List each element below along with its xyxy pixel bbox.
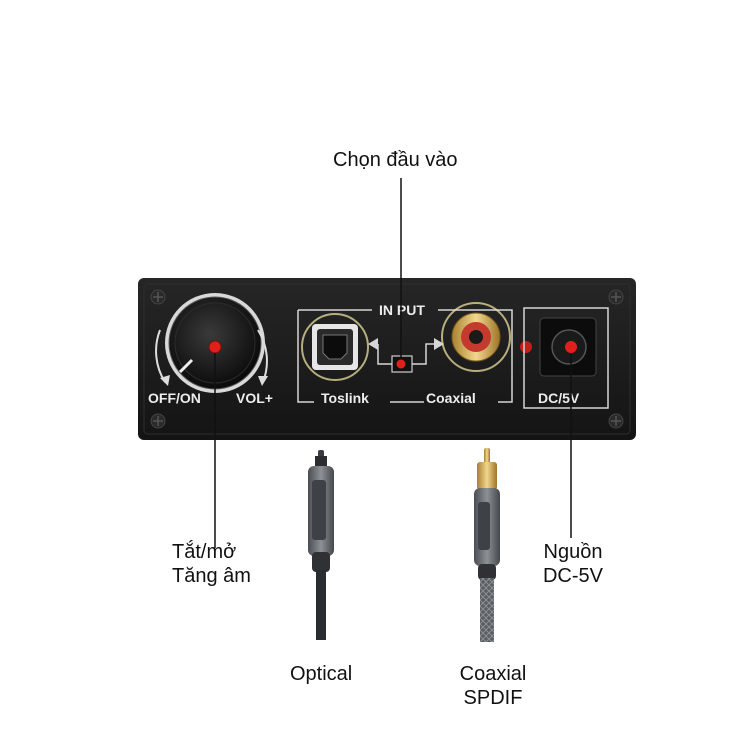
callout-power-volume-line2: Tăng âm: [172, 565, 251, 587]
power-led: [520, 341, 532, 353]
screw-icon: [608, 413, 624, 429]
knob-marker-dot: [208, 340, 222, 354]
callout-coaxial-line1: Coaxial: [459, 663, 527, 685]
screw-icon: [608, 289, 624, 305]
coaxial-cable-image: [474, 448, 500, 642]
switch-direction-arrows: [368, 338, 444, 365]
dc-power-jack[interactable]: [539, 317, 597, 377]
input-group-frame: [297, 309, 513, 403]
toslink-port[interactable]: [301, 313, 369, 381]
callout-power-supply-line1: Nguồn: [543, 541, 603, 563]
coaxial-label: Coaxial: [426, 390, 476, 406]
input-group-label: IN PUT: [379, 302, 425, 318]
callout-coaxial-line2: SPDIF: [463, 687, 523, 709]
screw-icon: [150, 413, 166, 429]
coaxial-port[interactable]: [441, 302, 511, 372]
dc-label: DC/5V: [538, 390, 580, 406]
callout-power-supply-line2: DC-5V: [542, 565, 603, 587]
screw-icon: [150, 289, 166, 305]
optical-cable-image: [308, 450, 334, 640]
knob-right-label: VOL+: [236, 390, 273, 406]
toslink-label: Toslink: [321, 390, 369, 406]
callout-optical: Optical: [290, 663, 353, 685]
callout-power-volume: Tắt/mở Tăng âm: [172, 540, 251, 588]
input-select-switch[interactable]: [391, 355, 413, 373]
callout-coaxial: Coaxial SPDIF: [445, 662, 541, 710]
callout-power-supply: Nguồn DC-5V: [528, 540, 618, 588]
callout-input-select: Chọn đầu vào: [333, 149, 458, 171]
dc-frame: [523, 307, 609, 409]
knob-left-label: OFF/ON: [148, 390, 201, 406]
callout-power-volume-line1: Tắt/mở: [172, 541, 237, 563]
